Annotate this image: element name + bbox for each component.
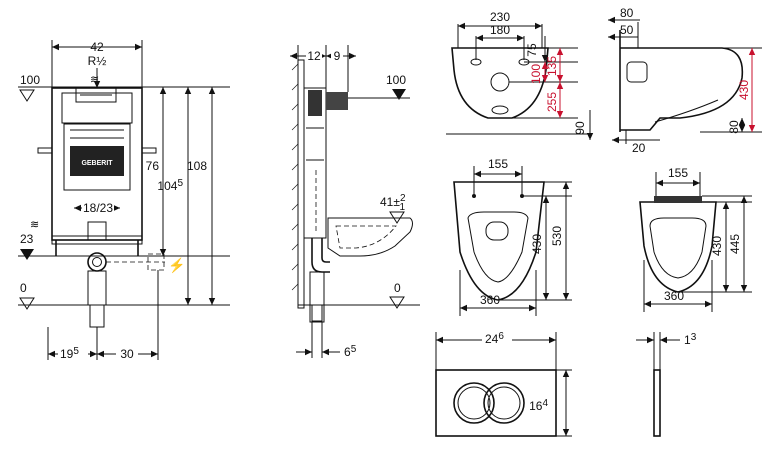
side-level-0-label: 0 <box>394 281 401 295</box>
left-bracket <box>37 147 53 154</box>
drain-elbow <box>311 238 330 273</box>
dim-plate-depth: 13 <box>684 332 697 347</box>
dim-108: 108 <box>187 159 207 173</box>
bowl-silhouette <box>327 217 413 257</box>
flush-plate <box>435 369 557 437</box>
dim-155-seat: 155 <box>668 166 688 180</box>
dim-plate-width: 246 <box>485 331 504 346</box>
side-level-100-marker <box>392 89 406 100</box>
frame-front-view: GEBERIT ⚡ ≋ ≋ 42 R½ 100 23 0 <box>18 40 230 361</box>
logo-plate <box>70 146 124 176</box>
dim-width-42: 42 <box>90 40 104 54</box>
dim-75: 75 <box>525 43 539 57</box>
dim-9: 9 <box>334 49 341 63</box>
dim-180: 180 <box>490 23 510 37</box>
dim-255-red: 255 <box>545 92 559 112</box>
dim-430-red: 430 <box>737 80 751 100</box>
mounting-pad <box>626 61 648 83</box>
dim-230: 230 <box>490 10 510 24</box>
dim-90: 90 <box>573 121 587 135</box>
side-level-0-marker <box>389 296 405 309</box>
bowl-side-outline <box>620 47 744 131</box>
dim-thread: R½ <box>88 54 107 68</box>
dim-135-red: 135 <box>545 56 559 76</box>
water-drain-icon: ≋ <box>30 219 39 231</box>
dim-76: 76 <box>146 159 160 173</box>
flush-plate-profile <box>653 369 661 437</box>
dim-pipe: 18/23 <box>83 201 113 215</box>
dim-100-red: 100 <box>529 64 543 84</box>
right-bracket <box>141 147 157 154</box>
dim-430-seat: 430 <box>710 236 724 256</box>
side-supply-valve <box>326 92 348 110</box>
bowl-bowl-opening <box>467 211 529 283</box>
dim-430-bowl: 430 <box>530 234 544 254</box>
dim-360-bowl: 360 <box>480 293 500 307</box>
level-100-label: 100 <box>20 73 40 87</box>
dim-530: 530 <box>550 226 564 246</box>
large-flush-button <box>483 382 525 424</box>
dim-12: 12 <box>307 49 321 63</box>
brand-logo: GEBERIT <box>81 160 113 167</box>
dim-80-bottom: 80 <box>727 120 741 134</box>
dim-offset-6: 65 <box>344 344 357 359</box>
drain-pipe <box>87 270 107 306</box>
dim-50: 50 <box>620 23 634 37</box>
seat-opening <box>649 217 707 279</box>
level-0-marker <box>19 297 35 310</box>
bowl-height-marker <box>389 211 405 224</box>
frame-column <box>303 87 327 239</box>
seat-top-view: 155 430 445 360 <box>639 166 752 312</box>
flush-outlet <box>87 221 107 241</box>
outlet-hole <box>490 72 510 92</box>
water-inlet <box>75 87 117 103</box>
bowl-top-view: 155 430 530 360 <box>453 157 572 316</box>
bowl-side-view: 80 50 430 80 20 <box>608 6 762 155</box>
dim-offset-30: 30 <box>120 347 134 361</box>
level-23-marker <box>20 249 34 260</box>
side-level-100-label: 100 <box>386 73 406 87</box>
seat-hinge <box>654 196 702 203</box>
level-100-marker <box>19 89 35 102</box>
drain-stub <box>89 304 105 328</box>
cistern-top <box>61 92 133 124</box>
small-flush-button <box>453 382 495 424</box>
dim-20: 20 <box>632 141 646 155</box>
electric-symbol-icon: ⚡ <box>168 257 185 274</box>
cistern-body <box>63 123 131 191</box>
flush-plate-front: 246 164 <box>435 330 572 437</box>
dim-offset-19: 195 <box>60 346 79 361</box>
bowl-back-view: 230 180 75 100 135 255 90 <box>446 10 594 140</box>
dim-445: 445 <box>728 234 742 254</box>
dim-80-top: 80 <box>620 6 634 20</box>
water-supply-icon: ≋ <box>90 74 99 86</box>
level-0-label: 0 <box>20 281 27 295</box>
level-23-label: 23 <box>20 232 34 246</box>
dim-155: 155 <box>488 157 508 171</box>
electrical-box <box>147 253 165 271</box>
flush-plate-side: 13 <box>636 332 697 437</box>
dim-360-seat: 360 <box>664 289 684 303</box>
dim-plate-height: 164 <box>529 398 548 413</box>
dim-104: 1045 <box>157 178 183 193</box>
